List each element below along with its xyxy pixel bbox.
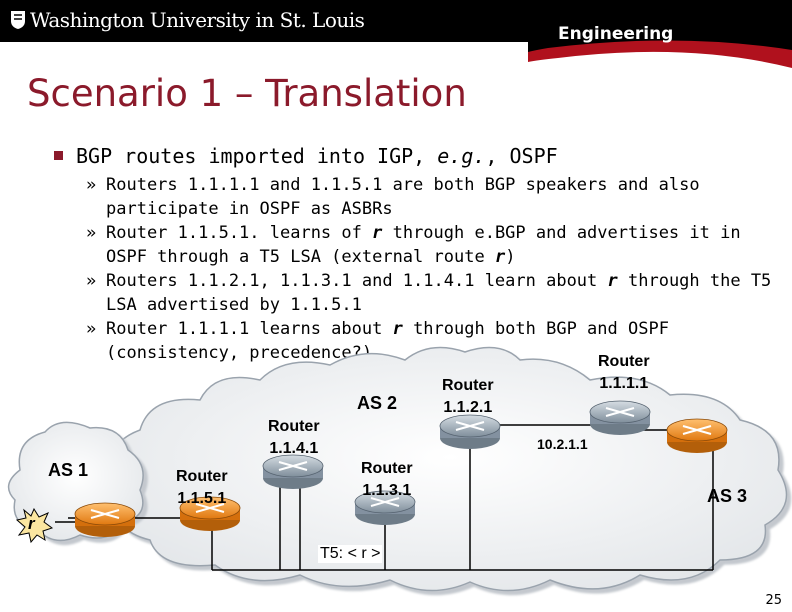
sub-bullet-marker-icon: » (86, 175, 97, 195)
sub-bullet: »Routers 1.1.2.1, 1.1.3.1 and 1.1.4.1 le… (86, 271, 772, 315)
bullet-square-icon (54, 151, 63, 160)
router-1.1.1.1-icon (589, 400, 651, 435)
sub-bullet: »Router 1.1.5.1. learns of r through e.B… (86, 223, 741, 267)
main-bullet-text: BGP routes imported into IGP, e.g., OSPF (76, 144, 558, 168)
router-as3-icon (666, 418, 728, 453)
slide-title: Scenario 1 – Translation (27, 72, 467, 115)
as2-label: AS 2 (357, 393, 398, 413)
engineering-banner (528, 0, 792, 68)
sub-bullet-marker-icon: » (86, 271, 97, 291)
main-bullet: BGP routes imported into IGP, e.g., OSPF (54, 144, 558, 168)
university-name: Washington University in St. Louis (30, 8, 365, 32)
university-logo: Washington University in St. Louis (10, 8, 365, 32)
router-1.1.2.1-icon (439, 414, 501, 449)
router-1.1.3.1-icon (354, 490, 416, 525)
sub-bullet-marker-icon: » (86, 223, 97, 243)
university-seal-icon (11, 11, 25, 29)
as3-label: AS 3 (707, 486, 748, 506)
router-1.1.5.1-icon (179, 496, 241, 531)
router-1.1.4.1-icon (262, 454, 324, 489)
link-address-label: 10.2.1.1 (537, 436, 588, 452)
sub-bullet: »Router 1.1.1.1 learns about r through b… (86, 319, 669, 363)
t5-lsa-label: T5: < r > (318, 545, 383, 563)
sub-bullet-marker-icon: » (86, 319, 97, 339)
sub-bullet: »Routers 1.1.1.1 and 1.1.5.1 are both BG… (86, 175, 700, 219)
route-r-label: r (28, 514, 35, 533)
router-r-icon (74, 502, 136, 537)
route-r-burst (15, 507, 54, 544)
page-number: 25 (765, 593, 782, 608)
school-name: Engineering (558, 24, 674, 44)
sub-bullet-list: »Routers 1.1.1.1 and 1.1.5.1 are both BG… (86, 173, 786, 365)
as1-label: AS 1 (48, 460, 89, 480)
